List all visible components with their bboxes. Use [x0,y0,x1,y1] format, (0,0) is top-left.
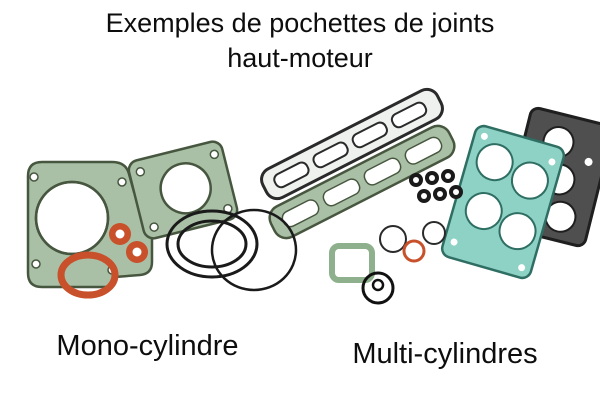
o-rings-black [165,208,298,292]
gasket-photo [0,82,600,322]
mono-cylinder-gasket-set [26,140,298,299]
gasket-photo-svg [26,87,600,305]
caption-multi-cylindres: Multi-cylindres [352,338,538,370]
small-green-gasket [329,243,375,283]
multi-cylinder-gasket-set [260,87,600,305]
exhaust-gaskets-orange [57,223,148,299]
title-line-2: haut-moteur [227,43,373,74]
head-gasket-mono [127,140,239,240]
valve-cover-gasket-green [268,124,456,240]
page-title: Exemples de pochettes de joints haut-mot… [0,6,600,76]
small-sealing-rings [379,221,446,263]
valve-cover-gasket-dark [260,87,444,201]
teal-head-gasket [440,124,566,280]
valve-stem-seals [409,169,463,203]
title-line-1: Exemples de pochettes de joints [105,8,495,38]
oil-seal-ring [361,271,395,305]
caption-mono-cylindre: Mono-cylindre [56,330,239,362]
